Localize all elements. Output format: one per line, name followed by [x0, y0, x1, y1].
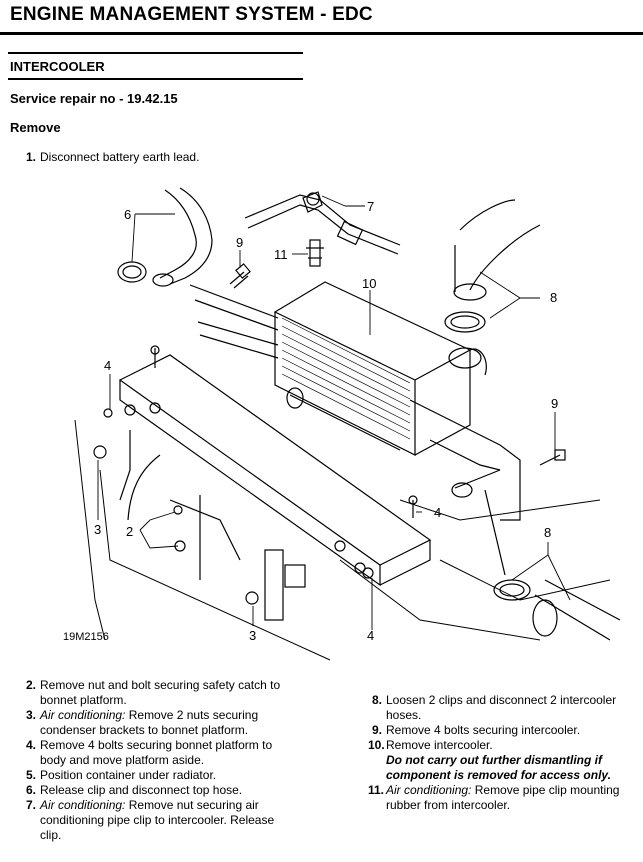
step-number: 8. [371, 693, 382, 707]
step-line: Remove 4 bolts securing bonnet platform … [40, 738, 273, 752]
step-line: condenser brackets to bonnet platform. [40, 722, 249, 737]
step-text: Position container under radiator. [40, 768, 217, 782]
callout-4: 4 [104, 358, 111, 373]
step-line: bonnet platform. [40, 692, 127, 707]
step-text: Release clip and disconnect top hose. [40, 783, 243, 797]
callout-6: 6 [124, 207, 131, 222]
step-line: Remove intercooler. [386, 738, 493, 752]
service-repair-number: Service repair no - 19.42.15 [10, 91, 178, 106]
step-number: 2. [25, 678, 36, 692]
step-text: Air conditioning: Remove pipe clip mount… [386, 783, 619, 813]
intercooler-core [189, 281, 487, 456]
pipe-clip [306, 239, 324, 267]
warning-line: component is removed for access only. [386, 767, 611, 782]
step-number: 5. [25, 768, 36, 782]
section-title: INTERCOOLER [10, 59, 105, 74]
step-line: clip. [40, 827, 62, 842]
remove-heading: Remove [10, 120, 61, 135]
step-prefix: Air conditioning: [40, 798, 126, 812]
callout-10: 10 [362, 276, 376, 291]
step-line: Remove nut and bolt securing safety catc… [40, 678, 281, 692]
ac-pipe [244, 191, 401, 255]
leader-lines [97, 195, 571, 630]
step-number: 1. [25, 150, 36, 164]
upper-right-hose [444, 199, 541, 333]
step-number: 4. [25, 738, 36, 752]
callout-4: 4 [367, 628, 374, 643]
callout-9: 9 [236, 235, 243, 250]
page-header-title: ENGINE MANAGEMENT SYSTEM - EDC [10, 4, 373, 25]
step-line: conditioning pipe clip to intercooler. R… [40, 812, 275, 827]
step-number: 7. [25, 798, 36, 812]
body-outline [74, 419, 611, 661]
section-rule-bottom [8, 78, 303, 80]
callout-8: 8 [550, 290, 557, 305]
step-text: Remove intercooler.Do not carry out furt… [386, 738, 611, 782]
step-line: rubber from intercooler. [386, 797, 511, 812]
step-text: Remove 4 bolts securing bonnet platform … [40, 738, 272, 768]
step-line: body and move platform aside. [40, 752, 205, 767]
step-text: Loosen 2 clips and disconnect 2 intercoo… [386, 693, 616, 723]
callout-3: 3 [94, 522, 101, 537]
step-number: 9. [371, 723, 382, 737]
mounting-bracket [409, 399, 521, 521]
step-number: 3. [25, 708, 36, 722]
top-hose [117, 187, 213, 287]
section-rule-top [8, 52, 303, 54]
callout-4: 4 [434, 505, 441, 520]
step-number: 10. [368, 738, 385, 752]
step-number: 11. [368, 783, 385, 797]
lower-right-hose [484, 489, 621, 641]
step-line: Remove 2 nuts securing [125, 708, 259, 722]
step-prefix: Air conditioning: [40, 708, 126, 722]
step-text: Air conditioning: Remove nut securing ai… [40, 798, 274, 842]
step-text: Disconnect battery earth lead. [40, 150, 200, 164]
header-rule [0, 32, 643, 35]
step-text: Remove nut and bolt securing safety catc… [40, 678, 280, 708]
diagram-reference: 19M2156 [63, 631, 109, 643]
callout-2: 2 [126, 524, 133, 539]
callout-8: 8 [544, 525, 551, 540]
step-line: Loosen 2 clips and disconnect 2 intercoo… [386, 693, 617, 707]
step-text: Remove 4 bolts securing intercooler. [386, 723, 581, 737]
step-prefix: Air conditioning: [386, 783, 472, 797]
step-line: Remove nut securing air [125, 798, 259, 812]
step-line: Remove pipe clip mounting [471, 783, 620, 797]
callout-3: 3 [249, 628, 256, 643]
intercooler-exploded-diagram: 6 7 9 11 10 8 4 9 3 2 4 8 3 4 19M2156 [63, 187, 621, 661]
bonnet-platform [118, 354, 432, 621]
step-text: Air conditioning: Remove 2 nuts securing… [40, 708, 258, 738]
callout-9: 9 [551, 396, 558, 411]
warning-line: Do not carry out further dismantling if [386, 752, 603, 767]
callout-11: 11 [274, 247, 288, 262]
callout-7: 7 [367, 199, 374, 214]
step-number: 6. [25, 783, 36, 797]
step-line: hoses. [386, 707, 422, 722]
fixings [93, 345, 566, 605]
